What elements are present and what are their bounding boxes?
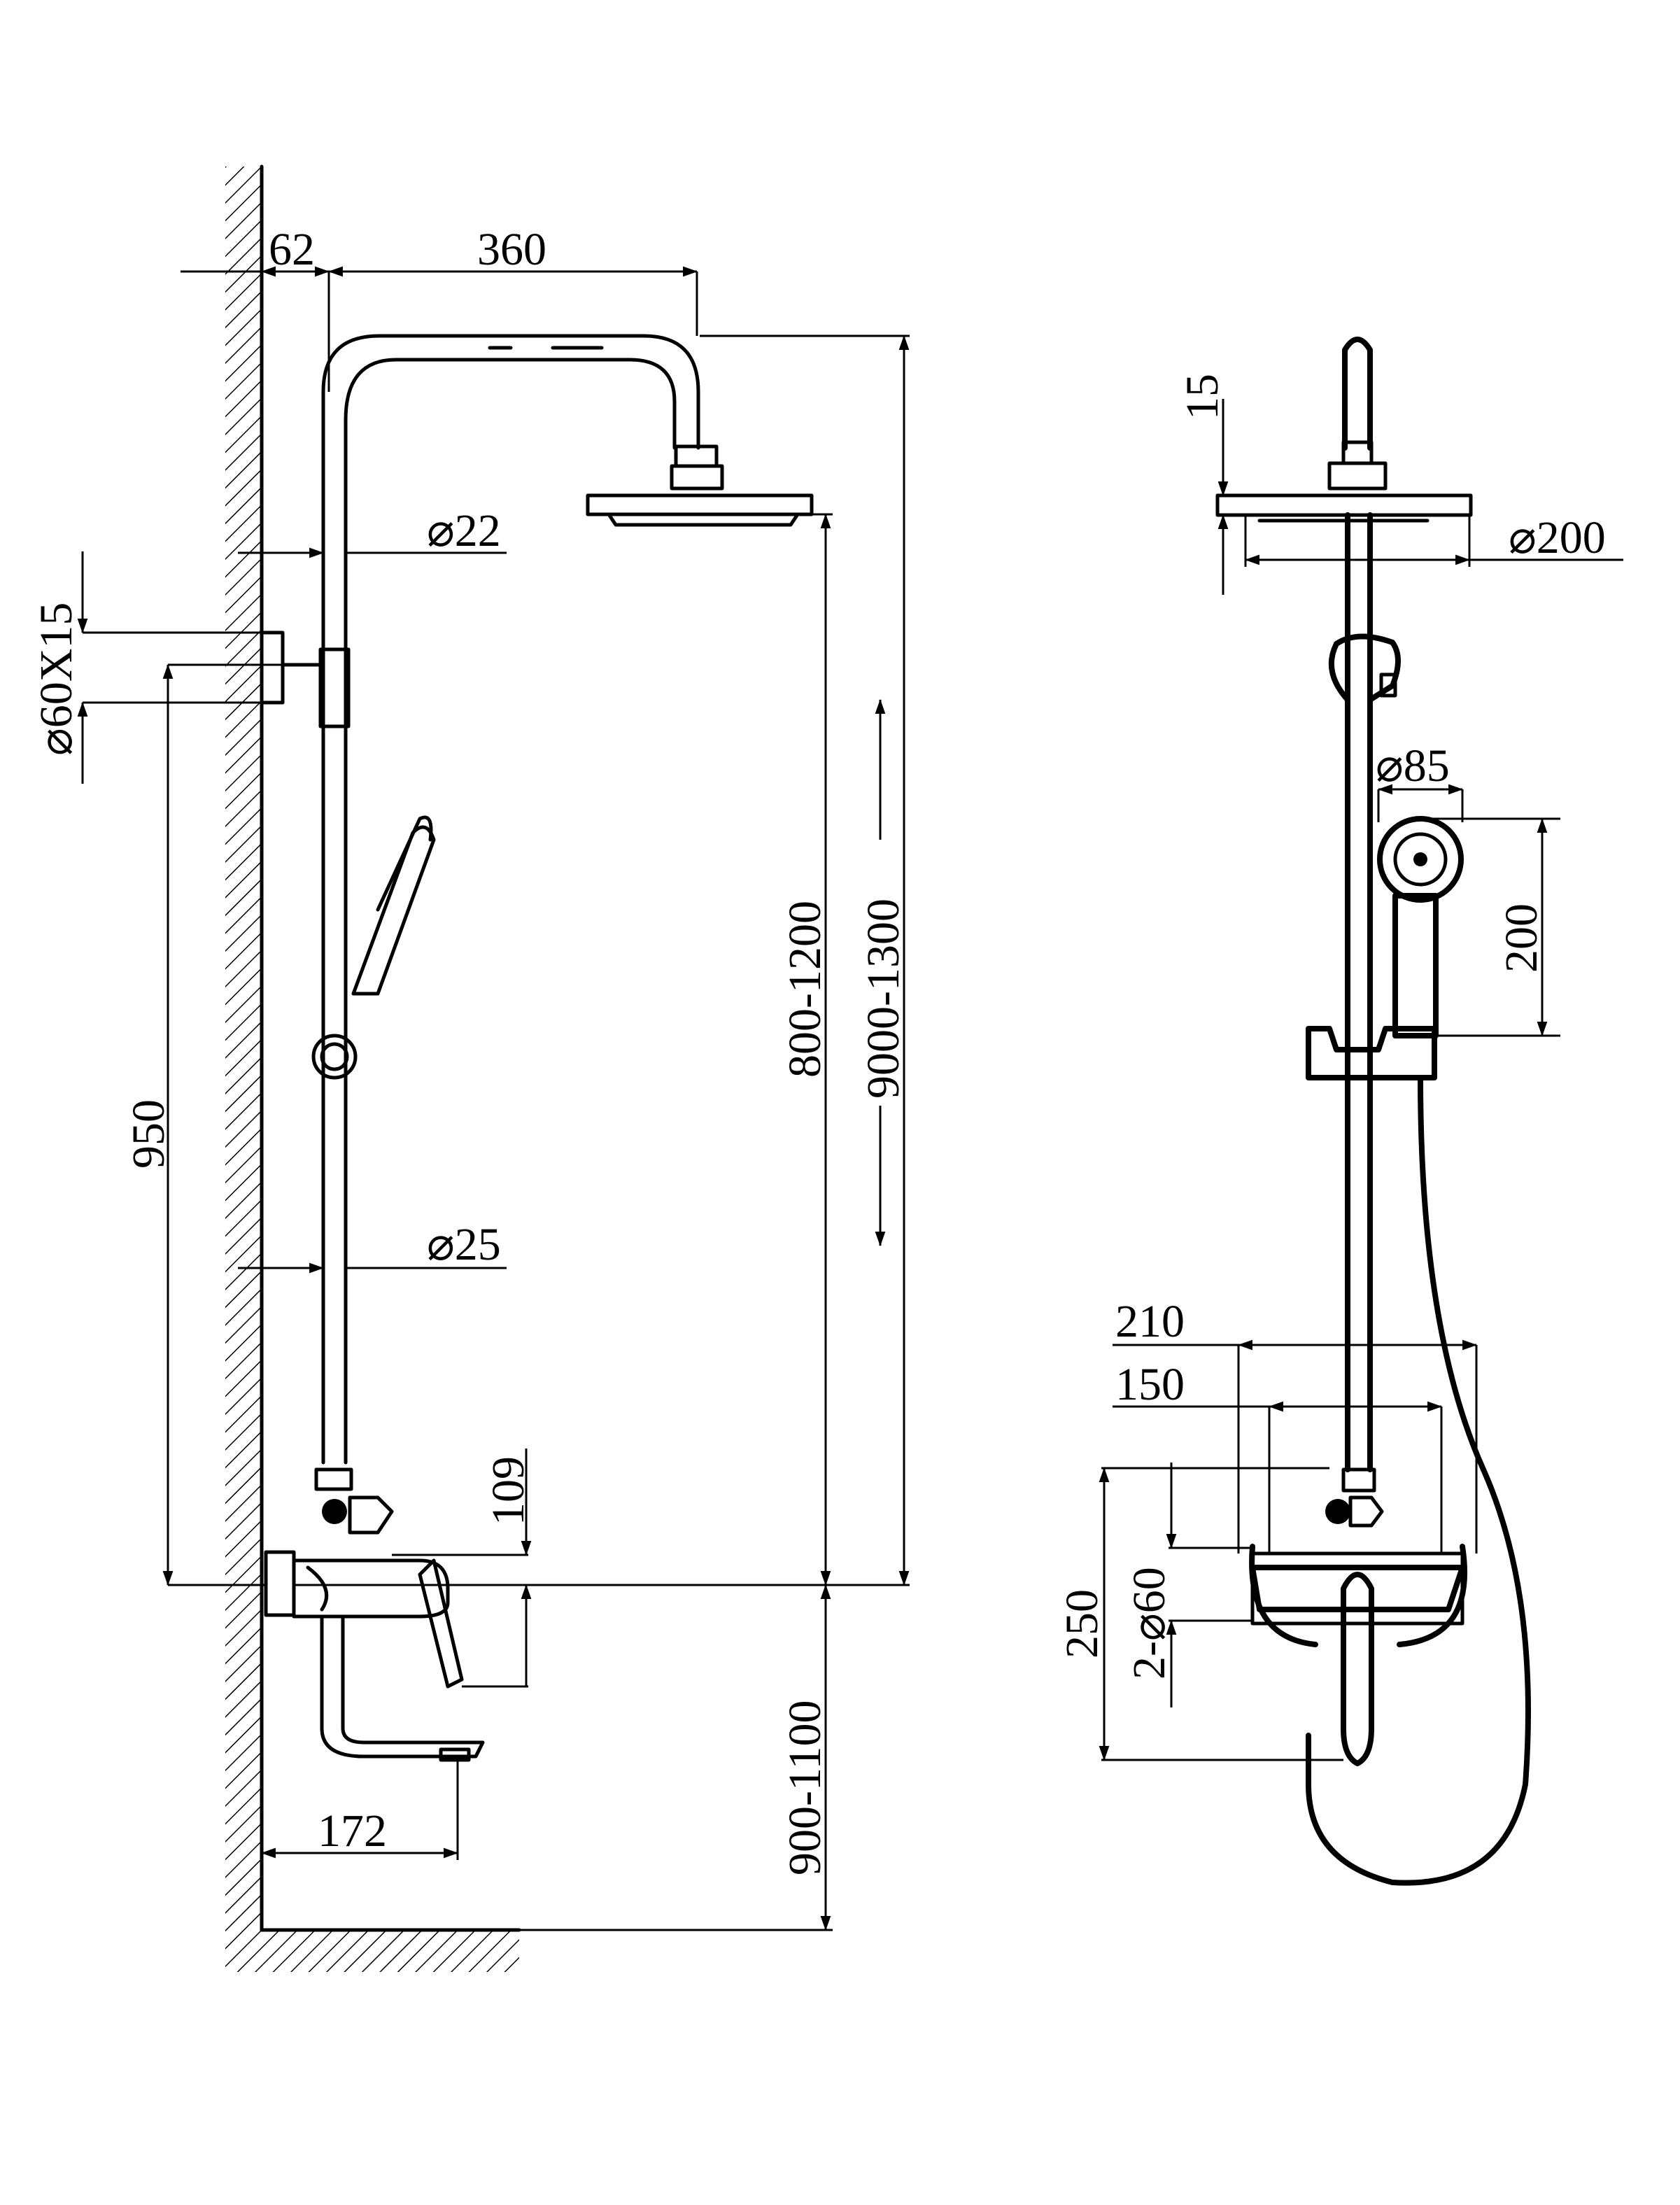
- dim-height-950: 950: [123, 1099, 174, 1169]
- dim-rail-dia-top: ⌀22: [427, 505, 501, 556]
- dim-hand-dia: ⌀85: [1376, 740, 1450, 791]
- dim-flange-dia: 2-⌀60: [1124, 1567, 1175, 1679]
- dim-hand-length: 200: [1496, 903, 1547, 973]
- shower-column-side-view: [260, 334, 814, 1762]
- dim-height-9000-1300: 9000-1300: [858, 899, 909, 1099]
- dim-height-800-1200: 800-1200: [779, 901, 831, 1078]
- dim-head-dia: ⌀200: [1509, 512, 1606, 563]
- dim-arm-length: 360: [477, 224, 546, 275]
- dim-valve-drop: 109: [483, 1456, 534, 1526]
- dim-width-210: 210: [1115, 1296, 1185, 1347]
- shower-column-front-view: [1215, 337, 1531, 1886]
- dim-mixer-height: 250: [1057, 1589, 1108, 1658]
- right-dimensions: 15 ⌀200 ⌀85 200 210 150 250 2-⌀60: [1057, 374, 1623, 1761]
- dim-width-150: 150: [1115, 1359, 1185, 1410]
- dim-spout-reach: 172: [318, 1805, 387, 1857]
- dim-spout-height: 900-1100: [779, 1700, 831, 1875]
- dim-rail-dia-bottom: ⌀25: [427, 1219, 501, 1270]
- left-dimensions: 62 360 ⌀22 ⌀60X15 950 ⌀25 109 800-1200 9…: [31, 224, 910, 1931]
- dim-wall-offset: 62: [269, 224, 315, 275]
- wall-section: [225, 164, 521, 1972]
- dim-wall-flange: ⌀60X15: [31, 603, 82, 756]
- dim-head-thickness: 15: [1177, 374, 1228, 420]
